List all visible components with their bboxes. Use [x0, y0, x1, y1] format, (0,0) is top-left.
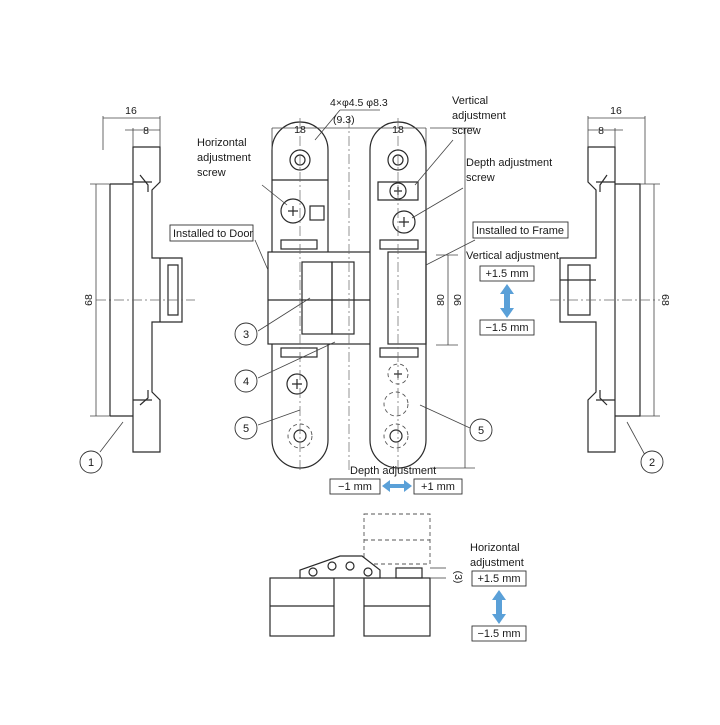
dim-left-68: 68 — [83, 294, 95, 306]
vertical-plus-box — [479, 265, 535, 282]
vertical-screw-label-1: Vertical — [452, 95, 488, 107]
callout-3-number: 3 — [243, 329, 249, 341]
dim-right-68: 68 — [659, 294, 671, 306]
depth-minus-value: −1 mm — [338, 481, 372, 493]
callout-5-right — [469, 418, 493, 442]
horizontal-arrow-icon — [492, 590, 506, 624]
callout-3 — [234, 322, 258, 346]
depth-minus-box — [329, 478, 381, 495]
dim-90: 90 — [452, 294, 464, 306]
callout-leaders — [257, 297, 471, 429]
callout-1 — [79, 450, 103, 474]
installed-door-box — [169, 224, 254, 242]
hole-spec-sub: (9.3) — [333, 114, 355, 126]
left-side-view — [90, 116, 195, 453]
dim-top-left-18: 18 — [294, 124, 306, 136]
vertical-arrow-icon — [500, 284, 514, 318]
installed-frame-label: Installed to Frame — [476, 225, 564, 237]
horizontal-screw-label-3: screw — [197, 167, 226, 179]
depth-arrow-icon — [382, 480, 412, 492]
callout-4 — [234, 369, 258, 393]
dim-80: 80 — [435, 294, 447, 306]
depth-adjustment-label: Depth adjustment — [350, 465, 436, 477]
right-side-view — [550, 116, 660, 456]
horizontal-plus-box — [471, 570, 527, 587]
vertical-screw-label-3: screw — [452, 125, 481, 137]
depth-plus-box — [413, 478, 463, 495]
callout-1-number: 1 — [88, 457, 94, 469]
callout-2 — [640, 450, 664, 474]
dim-right-8: 8 — [598, 125, 604, 137]
dim-left-8: 8 — [143, 125, 149, 137]
horizontal-adjustment-label-1: Horizontal — [470, 542, 520, 554]
hole-spec: 4×φ4.5 φ8.3 — [330, 97, 388, 109]
depth-screw-label-2: screw — [466, 172, 495, 184]
depth-screw-label-1: Depth adjustment — [466, 157, 552, 169]
callout-4-number: 4 — [243, 376, 249, 388]
bottom-plan-view — [269, 513, 446, 637]
callout-5-left-number: 5 — [243, 423, 249, 435]
horizontal-screw-label-2: adjustment — [197, 152, 251, 164]
callout-2-number: 2 — [649, 457, 655, 469]
depth-plus-value: +1 mm — [421, 481, 455, 493]
dim-left-16: 16 — [125, 105, 137, 117]
horizontal-screw-label-1: Horizontal — [197, 137, 247, 149]
vertical-minus-value: −1.5 mm — [485, 322, 528, 334]
horizontal-minus-box — [471, 625, 527, 642]
installed-frame-box — [472, 221, 569, 239]
horizontal-plus-value: +1.5 mm — [477, 573, 520, 585]
installed-door-label: Installed to Door — [173, 228, 253, 240]
front-view-dimensions — [254, 109, 476, 470]
vertical-plus-value: +1.5 mm — [485, 268, 528, 280]
dim-gap-3: (3) — [452, 571, 464, 584]
callout-5-right-number: 5 — [478, 425, 484, 437]
horizontal-adjustment-label-2: adjustment — [470, 557, 524, 569]
vertical-minus-box — [479, 319, 535, 336]
dim-top-right-18: 18 — [392, 124, 404, 136]
horizontal-minus-value: −1.5 mm — [477, 628, 520, 640]
callout-5-left — [234, 416, 258, 440]
vertical-screw-label-2: adjustment — [452, 110, 506, 122]
vertical-adjustment-label: Vertical adjustment — [466, 250, 559, 262]
dim-right-16: 16 — [610, 105, 622, 117]
